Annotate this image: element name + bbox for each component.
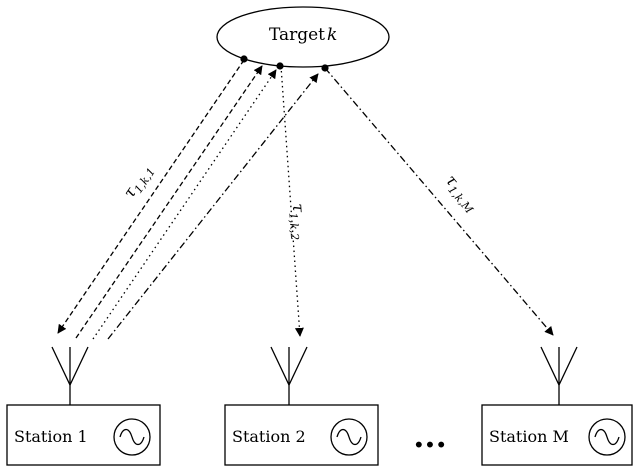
reflection-point-2 <box>276 62 284 70</box>
path-dotted-down-to-station-2 <box>280 65 304 337</box>
antenna-station-1 <box>51 346 89 405</box>
path-dashed-down-to-station-1 <box>57 59 245 334</box>
station-m-box <box>481 404 633 466</box>
path-dashdot-down-to-station-m <box>324 67 554 336</box>
delay-label-3: τ1,k,M <box>440 171 484 217</box>
station-2-label: Station 2 <box>232 427 306 446</box>
delay-label-2: τ1,k,2 <box>286 203 310 241</box>
station-2: Station 2 <box>224 404 379 466</box>
delay-labels: τ1,k,1 τ1,k,2 τ1,k,M <box>119 160 484 241</box>
station-1-box <box>6 404 161 466</box>
oscillator-icon <box>588 418 626 456</box>
antennas <box>51 346 578 405</box>
oscillator-icon <box>330 418 368 456</box>
path-dashed-up-from-station-1 <box>75 65 263 339</box>
target-label-variable: k <box>327 25 337 45</box>
reflection-point-1 <box>240 55 248 63</box>
antenna-station-2 <box>270 346 308 405</box>
station-m-label: Station M <box>489 427 569 446</box>
station-2-box <box>224 404 379 466</box>
reflection-point-3 <box>321 64 329 72</box>
station-1-label: Station 1 <box>14 427 88 446</box>
station-1: Station 1 <box>6 404 161 466</box>
stations-ellipsis: ... <box>413 417 446 455</box>
target-ellipse <box>216 6 390 68</box>
oscillator-icon <box>113 418 151 456</box>
antenna-station-m <box>540 346 578 405</box>
target-label: Target <box>269 25 325 45</box>
target-node: Target k <box>216 6 390 68</box>
station-m: Station M <box>481 404 633 466</box>
signal-paths <box>57 55 554 340</box>
delay-label-1: τ1,k,1 <box>119 160 158 203</box>
path-dotted-up-from-station-1 <box>92 69 277 340</box>
path-dashdot-up-from-station-1 <box>107 73 319 340</box>
